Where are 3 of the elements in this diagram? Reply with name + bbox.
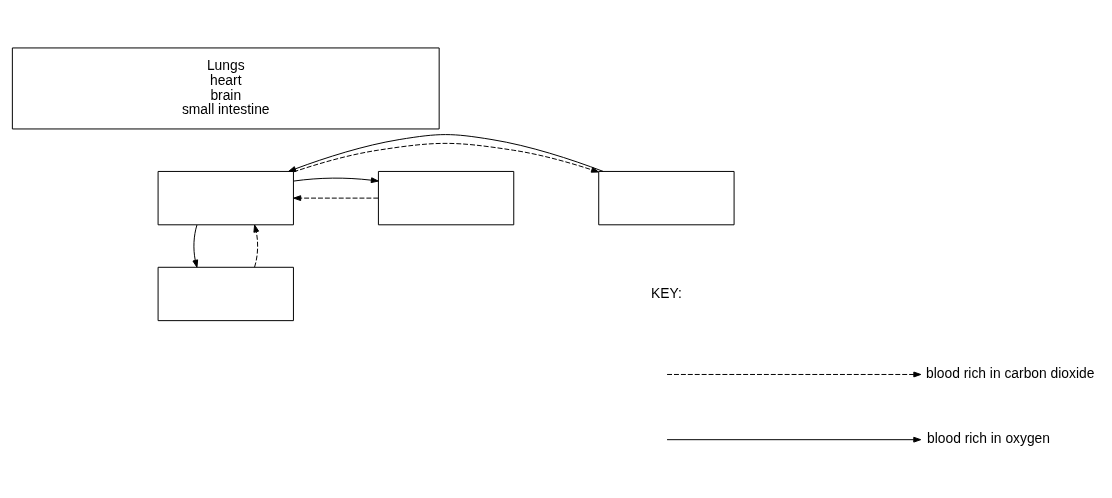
legend-label: blood rich in oxygen [926, 429, 1050, 446]
label: KEY: [651, 284, 682, 301]
legend-label: blood rich in carbon dioxide [926, 364, 1095, 381]
